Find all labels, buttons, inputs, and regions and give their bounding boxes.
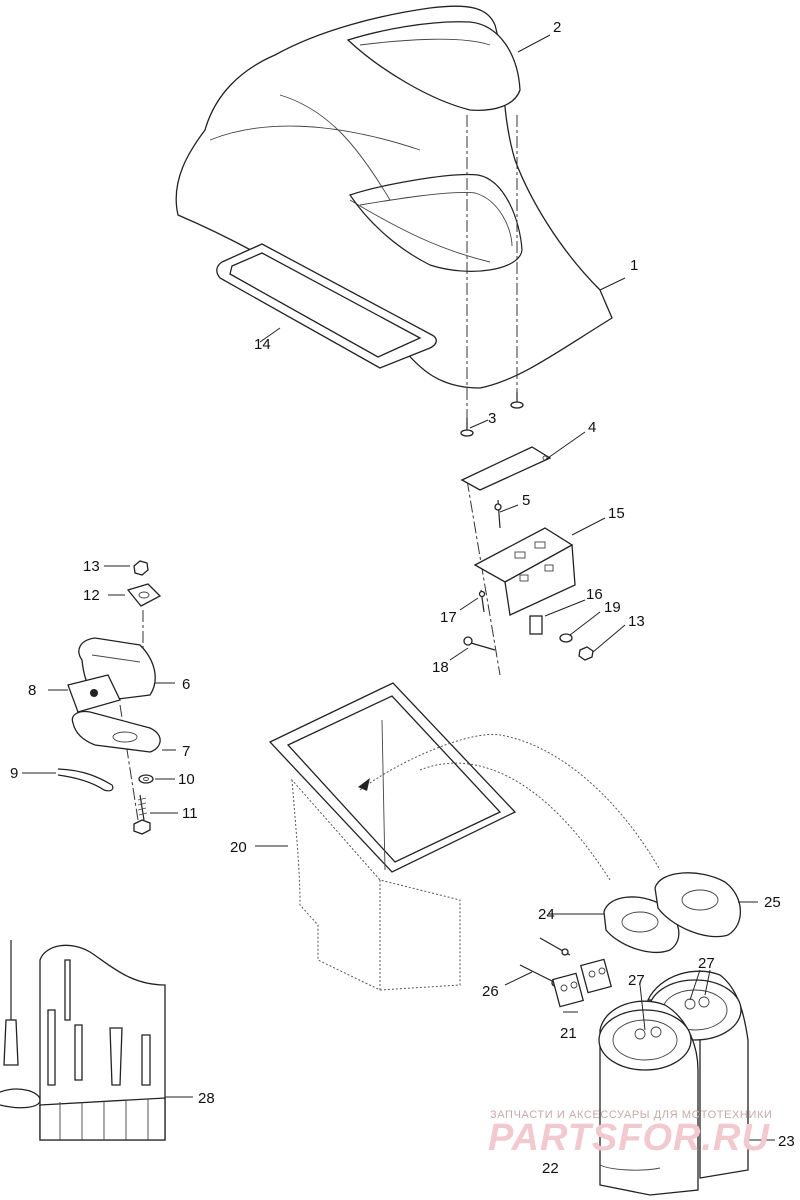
label-13-right: 13 — [628, 613, 645, 630]
part-22-23-speaker-housings — [598, 970, 749, 1196]
part-21-terminal-plates — [551, 958, 613, 1008]
part-19-washer — [559, 633, 573, 643]
label-24: 24 — [538, 906, 555, 923]
part-10-washer — [138, 774, 154, 784]
part-18-screw — [463, 636, 496, 651]
label-12: 12 — [83, 587, 100, 604]
label-14: 14 — [254, 336, 271, 353]
label-25: 25 — [764, 894, 781, 911]
label-21: 21 — [560, 1025, 577, 1042]
label-2: 2 — [553, 19, 561, 36]
part-12-square-nut — [126, 583, 162, 607]
part-14-hood-seal — [216, 243, 437, 369]
label-15: 15 — [608, 505, 625, 522]
label-18: 18 — [432, 659, 449, 676]
part-15-mounting-bracket — [473, 527, 576, 616]
label-10: 10 — [178, 771, 195, 788]
part-5-rivet — [494, 499, 502, 529]
part-7-latch-base — [71, 710, 161, 753]
part-20-storage-bin — [268, 682, 661, 991]
callout-labels: 1 2 3 4 5 6 7 8 9 10 11 12 13 13 14 15 1… — [10, 19, 795, 1177]
label-8: 8 — [28, 682, 36, 699]
label-1: 1 — [630, 257, 638, 274]
label-19: 19 — [604, 599, 621, 616]
label-3: 3 — [488, 410, 496, 427]
leader-lines — [22, 34, 775, 1141]
label-28: 28 — [198, 1090, 215, 1107]
part-13-nut-right — [578, 646, 594, 661]
label-27-right: 27 — [698, 955, 715, 972]
label-11: 11 — [182, 805, 198, 822]
part-17-pin — [478, 589, 486, 613]
label-6: 6 — [182, 676, 190, 693]
watermark: ЗАПЧАСТИ И АКСЕССУАРЫ ДЛЯ МОТОТЕХНИКИ PA… — [488, 1109, 772, 1159]
part-11-bolt — [133, 794, 151, 835]
watermark-brand: PARTSFOR.RU — [488, 1117, 770, 1159]
label-9: 9 — [10, 765, 18, 782]
part-16-clip — [529, 615, 543, 635]
part-8-latch-plate — [67, 674, 121, 713]
label-20: 20 — [230, 839, 247, 856]
label-5: 5 — [522, 492, 530, 509]
label-23: 23 — [778, 1133, 795, 1150]
watermark-tagline: ЗАПЧАСТИ И АКСЕССУАРЫ ДЛЯ МОТОТЕХНИКИ — [490, 1109, 772, 1121]
label-4: 4 — [588, 419, 596, 436]
part-3-screws — [460, 392, 524, 437]
label-26: 26 — [482, 983, 499, 1000]
part-25-grille — [654, 872, 741, 938]
label-13-left: 13 — [83, 558, 100, 575]
label-7: 7 — [182, 743, 190, 760]
part-28-tool-kit — [0, 940, 166, 1141]
part-2-windshield — [346, 21, 521, 111]
label-17: 17 — [440, 609, 457, 626]
part-4-plate — [460, 446, 552, 491]
label-27-left: 27 — [628, 972, 645, 989]
part-13-nut-left — [133, 560, 149, 576]
label-22: 22 — [542, 1160, 559, 1177]
label-16: 16 — [586, 586, 603, 603]
part-9-wire-spring — [57, 768, 114, 792]
